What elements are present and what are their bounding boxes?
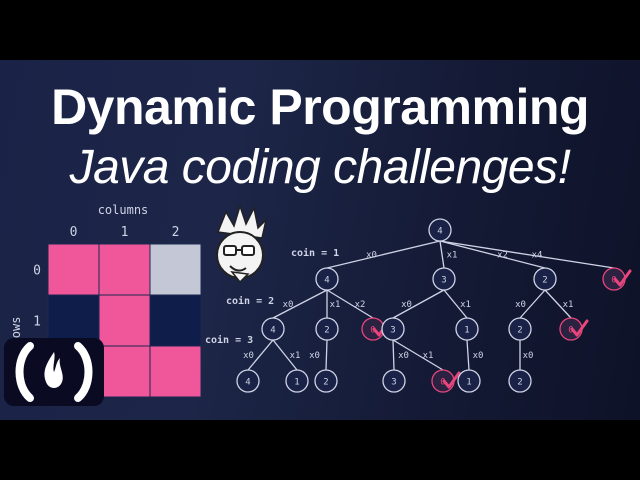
tree-node-label: 2 [517, 378, 522, 388]
tree-node-label: 4 [437, 227, 442, 237]
edge-label: x0 [515, 300, 526, 310]
grid-cell [48, 244, 99, 295]
illustration: columns 012 012 rows [0, 60, 640, 420]
tree-edge [273, 290, 327, 318]
row-header: 1 [33, 315, 41, 330]
edge-label: x0 [309, 351, 320, 361]
grid-cell [150, 346, 201, 397]
grid-cell [150, 244, 201, 295]
tree-node-label: 3 [391, 378, 396, 388]
tree-node-label: 3 [441, 276, 446, 286]
columns-label: columns [98, 203, 149, 217]
edge-label: x4 [532, 251, 543, 261]
grid-cell [99, 295, 150, 346]
tree-node-label: 4 [270, 326, 275, 336]
edge-label: x1 [447, 251, 458, 261]
grid-cell [99, 244, 150, 295]
tree-edge [327, 241, 440, 268]
coin-label: coin = 2 [226, 295, 274, 307]
tree-node-label: 1 [294, 378, 299, 388]
tree-node-label: 1 [464, 326, 469, 336]
letterbox-top [0, 0, 640, 60]
edge-label: x1 [330, 300, 341, 310]
edge-label: x0 [366, 251, 377, 261]
tree-node-label: 4 [324, 276, 329, 286]
freecodecamp-logo-icon [4, 338, 104, 406]
tree-node-label: 1 [466, 378, 471, 388]
edge-label: x0 [523, 351, 534, 361]
edge-label: x0 [243, 351, 254, 361]
edge-label: x0 [398, 351, 409, 361]
edge-label: x1 [563, 300, 574, 310]
column-header: 0 [70, 225, 78, 240]
edge-label: x1 [423, 351, 434, 361]
row-header: 0 [33, 264, 41, 279]
tree-node-label: 2 [323, 378, 328, 388]
coin-label: coin = 3 [205, 334, 253, 346]
tree-edge [326, 340, 327, 370]
edge-label: x0 [401, 300, 412, 310]
coin-label: coin = 1 [291, 247, 339, 259]
tree-node-label: 3 [390, 326, 395, 336]
video-thumbnail[interactable]: Dynamic Programming Java coding challeng… [0, 60, 640, 420]
grid-cell [150, 295, 201, 346]
tree-edge [393, 340, 394, 370]
edge-label: x0 [473, 351, 484, 361]
tree-node-label: 4 [245, 378, 250, 388]
mascot-icon [217, 206, 266, 282]
edge-label: x1 [460, 300, 471, 310]
tree-node-label: 2 [324, 326, 329, 336]
tree-edge [467, 340, 469, 370]
tree-edge [440, 241, 444, 268]
column-header: 1 [121, 225, 129, 240]
edge-label: x1 [290, 351, 301, 361]
edge-label: x0 [283, 300, 294, 310]
tree-node-label: 2 [542, 276, 547, 286]
letterbox-bottom [0, 420, 640, 480]
column-header: 2 [172, 225, 180, 240]
edge-label: x2 [497, 251, 508, 261]
tree-node-label: 2 [517, 326, 522, 336]
grid-cell [99, 346, 150, 397]
edge-label: x2 [355, 300, 366, 310]
